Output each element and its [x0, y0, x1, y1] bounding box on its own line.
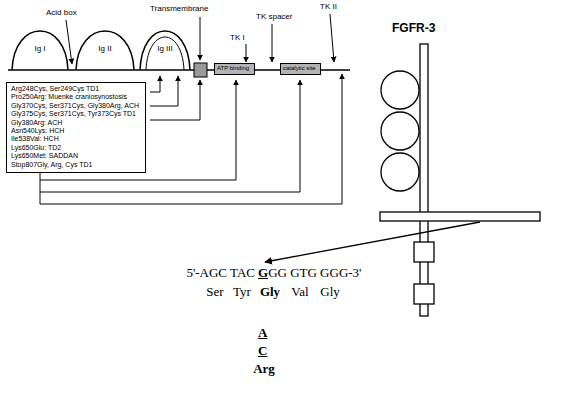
- transmembrane-box: [194, 63, 207, 77]
- ig-loop: [12, 31, 68, 70]
- node-text: Lys650Glu: TD2: [11, 144, 141, 152]
- annotation-label: TK spacer: [256, 12, 292, 21]
- node-text: Stop807Gly, Arg, Cys TD1: [11, 161, 141, 169]
- annotation-label: Ig II: [98, 44, 111, 53]
- annotation-label: FGFR-3: [392, 22, 435, 36]
- sequence-text: 5'-AGC TAC: [186, 266, 255, 281]
- annotation-label: Ig I: [34, 44, 45, 53]
- annotation-label: Ig III: [157, 44, 173, 53]
- mutation-pointer: [150, 76, 178, 106]
- sequence-text: C: [258, 344, 267, 359]
- node-text: ATP binding: [217, 65, 252, 72]
- sequence-text: G: [258, 266, 268, 281]
- annotation-label: Transmembrane: [150, 4, 208, 13]
- leader-arrow: [200, 17, 201, 60]
- cell-membrane: [380, 212, 540, 221]
- node-text: Gly375Cys, Ser371Cys, Tyr373Cys TD1: [11, 110, 141, 118]
- node-text: Ile538Val: HCH: [11, 135, 141, 143]
- pointer-arrow: [265, 222, 480, 262]
- mutation-pointer: [150, 80, 200, 120]
- domain-box: ATP binding: [214, 63, 255, 75]
- sequence-text: Gly: [260, 285, 280, 300]
- sequence-text: Arg: [253, 362, 275, 377]
- leader-arrow: [330, 14, 334, 62]
- annotation-label: Acid box: [46, 8, 77, 17]
- mutation-pointer: [150, 76, 160, 92]
- sequence-text: Val: [291, 285, 308, 300]
- sequence-text: A: [258, 326, 267, 341]
- sequence-text: Tyr: [233, 285, 251, 300]
- ig-loop: [76, 31, 134, 70]
- ig-loop-inner: [146, 37, 184, 70]
- node-text: Gly370Cys, Ser371Cys, Gly380Arg, ACH: [11, 102, 141, 110]
- ig-domain-circle: [381, 112, 419, 150]
- leader-arrow: [246, 44, 247, 62]
- receptor-chain: [420, 44, 428, 316]
- node-text: Lys650Met: SADDAN: [11, 152, 141, 160]
- node-text: Arg248Cys, Ser249Cys TD1: [11, 85, 141, 93]
- domain-box: catalytic site: [280, 63, 321, 75]
- sequence-text: Gly: [320, 285, 340, 300]
- leader-arrow: [272, 24, 273, 62]
- node-text: Gly380Arg: ACH: [11, 119, 141, 127]
- node-text: catalytic site: [283, 65, 318, 72]
- sequence-text: Ser: [206, 285, 223, 300]
- ig-loop: [140, 31, 190, 70]
- ig-domain-circle: [381, 71, 419, 109]
- mutation-list: Arg248Cys, Ser249Cys TD1Pro250Arg: Muenk…: [6, 82, 146, 173]
- node-text: Pro250Arg: Muenke craniosynostosis: [11, 93, 141, 101]
- annotation-label: TK I: [230, 33, 245, 42]
- leader-arrow: [66, 20, 72, 64]
- node-text: Asn540Lys: HCH: [11, 127, 141, 135]
- annotation-label: TK II: [320, 2, 337, 11]
- kinase-domain: [414, 284, 434, 304]
- ig-domain-circle: [381, 153, 419, 191]
- sequence-text: GG GTG GGG-3': [268, 266, 361, 281]
- kinase-domain: [414, 242, 434, 262]
